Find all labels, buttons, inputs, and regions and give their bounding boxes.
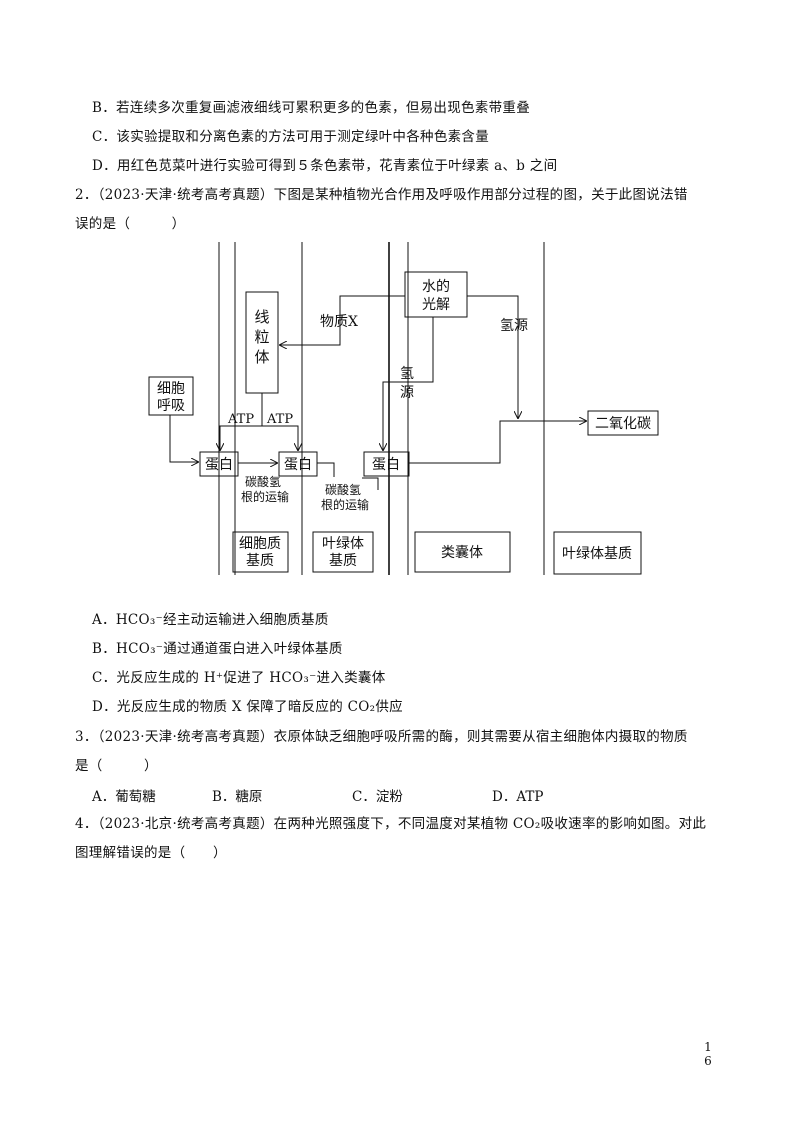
mito-char-1: 线 [254,308,269,326]
q3-choice-a: A．葡萄糖 [92,789,156,805]
chloroplast-stroma-label-2: 基质 [329,552,357,569]
q1-option-c: C．该实验提取和分离色素的方法可用于测定绿叶中各种色素含量 [92,129,490,145]
respiration-label-1: 细胞 [157,381,185,397]
cytoplasm-label-2: 基质 [246,552,274,569]
transport-label-2b: 根的运输 [321,497,369,512]
q3-choices: A．葡萄糖 B．糖原 C．淀粉 D．ATP [92,785,612,805]
q3-stem-line2: 是（ ） [75,758,158,774]
transport-label-1a: 碳酸氢 [245,474,281,489]
protein-box-1 [199,451,239,477]
protein-label-1: 蛋白 [205,457,233,473]
q2-option-b: B．HCO₃⁻通过通道蛋白进入叶绿体基质 [92,641,343,657]
cytoplasm-label-1: 细胞质 [239,536,281,552]
co2-box [587,410,659,436]
q2-option-d: D．光反应生成的物质 X 保障了暗反应的 CO₂供应 [92,699,403,715]
water-photolysis-box [404,271,468,318]
mito-char-2: 粒 [254,328,269,346]
q2-stem-line1: 2．（2023·天津·统考高考真题）下图是某种植物光合作用及呼吸作用部分过程的图… [75,187,688,203]
chloroplast-stroma-label-box [312,531,374,573]
q2-option-c: C．光反应生成的 H⁺促进了 HCO₃⁻进入类囊体 [92,670,386,686]
chloroplast-stroma-label-1: 叶绿体 [322,536,364,552]
h-source-arrow-mid [383,317,434,450]
q3-choice-b: B．糖原 [212,789,263,805]
q2-option-a: A．HCO₃⁻经主动运输进入细胞质基质 [92,612,329,628]
q4-stem-line1: 4．（2023·北京·统考高考真题）在两种光照强度下，不同温度对某植物 CO₂吸… [75,816,707,832]
protein-label-2: 蛋白 [284,457,312,473]
respiration-label-2: 呼吸 [157,398,185,414]
h-source-label-right: 氢源 [500,318,528,334]
transport-line-3 [362,477,379,490]
transport-line-2 [317,462,335,477]
q2-stem-line2: 误的是（ ） [75,216,186,232]
substance-x-arrow [280,295,405,345]
q3-choice-d: D．ATP [492,789,544,805]
h-source-label-mid-2: 源 [400,385,414,401]
q1-option-b: B．若连续多次重复画滤液细线可累积更多的色素，但易出现色素带重叠 [92,100,531,116]
cytoplasm-label-box [232,531,289,573]
substance-x-label: 物质X [320,314,358,330]
cell-respiration-box [148,376,194,416]
thylakoid-label: 类囊体 [441,544,483,561]
q1-option-d: D．用红色苋菜叶进行实验可得到５条色素带，花青素位于叶绿素 a、b 之间 [92,158,558,174]
transport-label-1b: 根的运输 [241,489,289,504]
protein-box-3 [363,451,410,477]
co2-label: 二氧化碳 [595,416,651,432]
h-source-label-mid-1: 氢 [400,366,414,382]
stroma-label: 叶绿体基质 [562,545,632,562]
water-label-1: 水的 [422,279,450,295]
water-label-2: 光解 [422,297,450,313]
q3-choice-c: C．淀粉 [352,789,403,805]
protein-box-2 [278,451,318,477]
transport-label-2a: 碳酸氢 [325,482,361,497]
h-source-arrow-right [467,295,518,418]
stroma-label-box [553,531,642,575]
atp-label-1: ATP [227,412,254,427]
respiration-arrow [169,415,198,462]
atp-label-2: ATP [266,412,293,427]
thylakoid-label-box [414,531,511,573]
protein-label-3: 蛋白 [372,457,400,473]
page-number: 1 6 [700,1040,716,1068]
q4-stem-line2: 图理解错误的是（ ） [75,845,227,861]
atp-arrow-1 [220,393,263,450]
q3-stem-line1: 3．（2023·天津·统考高考真题）衣原体缺乏细胞呼吸所需的酶，则其需要从宿主细… [75,729,688,745]
page-total: 6 [704,1054,712,1068]
mito-char-3: 体 [254,348,269,366]
page-current: 1 [704,1040,712,1054]
co2-arrow [409,421,586,464]
atp-arrow-2 [262,425,298,450]
